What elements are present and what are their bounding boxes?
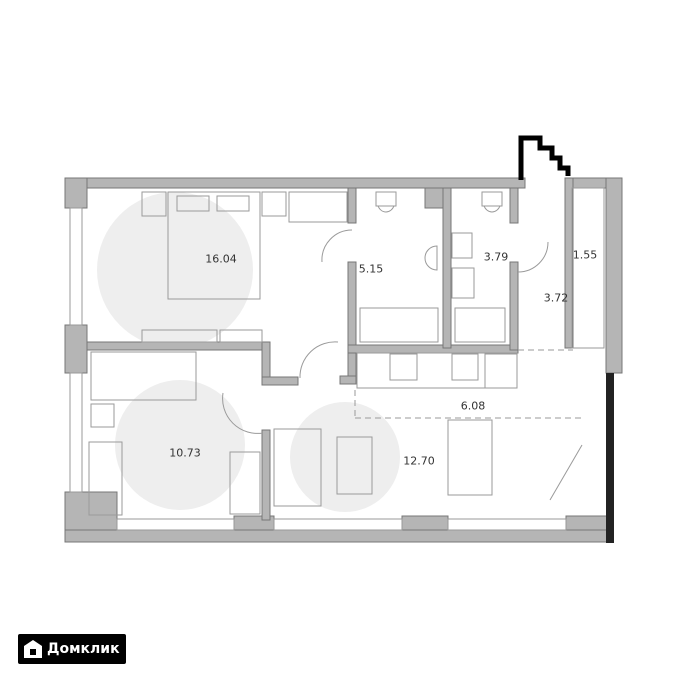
furniture [88, 187, 605, 516]
brand-name: Домклик [47, 641, 120, 657]
zones [97, 192, 400, 512]
room-area-bathroom-2: 3.79 [483, 250, 509, 264]
room-area-bathroom-1: 5.15 [358, 262, 384, 276]
brand-logo: Домклик [18, 634, 126, 664]
room-area-living: 12.70 [403, 454, 435, 468]
room-area-hallway: 3.72 [543, 291, 569, 305]
room-area-bedroom-1: 16.04 [205, 252, 237, 266]
room-area-kitchen: 6.08 [460, 399, 486, 413]
windows [69, 207, 567, 531]
house-icon [24, 640, 42, 658]
entrance-door [518, 135, 571, 180]
room-area-bedroom-2: 10.73 [169, 446, 201, 460]
exterior-wall-dark [606, 373, 614, 543]
room-area-wardrobe: 1.55 [572, 248, 598, 262]
